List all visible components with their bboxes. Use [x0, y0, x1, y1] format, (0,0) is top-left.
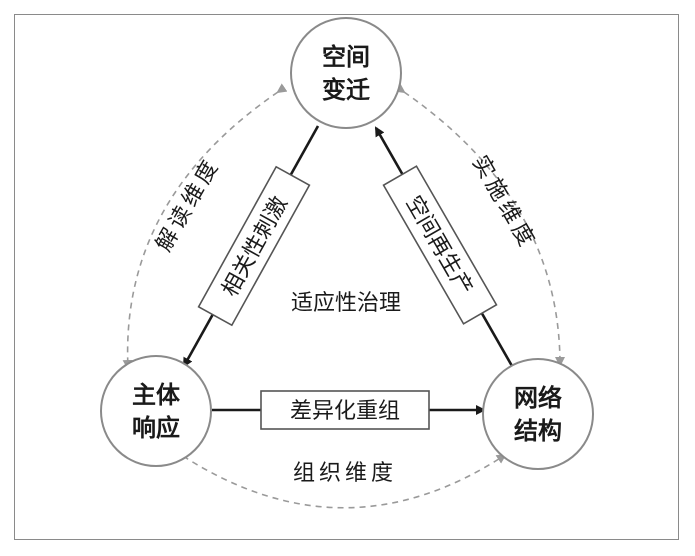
node-right-line1: 网络: [514, 384, 562, 412]
node-left: 主体 响应: [100, 355, 212, 467]
node-left-line2: 响应: [132, 414, 180, 442]
dashed-arc-left: [122, 83, 288, 370]
node-right: 网络 结构: [482, 358, 594, 470]
process-box-left: 相关性刺激: [197, 165, 311, 327]
node-top: 空间 变迁: [290, 17, 402, 129]
dimension-label-left: 解读维度: [152, 153, 226, 256]
node-top-line2: 变迁: [322, 76, 370, 104]
dimension-label-bottom: 组织维度: [293, 461, 397, 486]
dashed-arc-right: [394, 83, 565, 367]
dimension-label-right: 实施维度: [467, 151, 541, 254]
node-right-line2: 结构: [514, 417, 562, 445]
process-box-bottom: 差异化重组: [260, 390, 430, 430]
process-label-bottom: 差异化重组: [290, 399, 400, 424]
dashed-arc-bottom: [173, 447, 507, 509]
center-label: 适应性治理: [291, 291, 401, 316]
node-left-line1: 主体: [132, 381, 181, 409]
node-top-line1: 空间: [322, 43, 370, 71]
